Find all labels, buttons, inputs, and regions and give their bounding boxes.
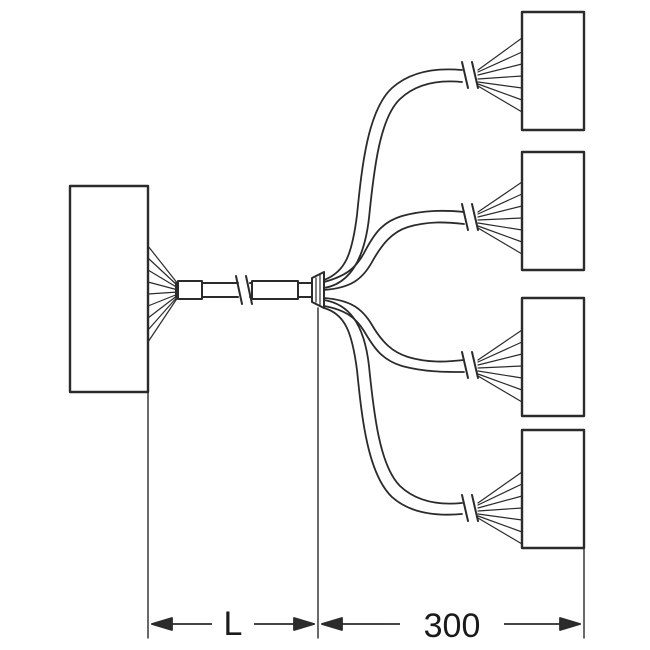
- branch-cable-2: [323, 209, 465, 291]
- inline-sleeve-left: [177, 280, 203, 300]
- cable-break-mark-branch-4: [461, 494, 479, 522]
- inline-sleeve-right: [251, 280, 299, 300]
- branch-cable-1: [323, 68, 463, 289]
- branch-wire-fan-4: [477, 471, 523, 545]
- arrowhead-l-left: [151, 617, 173, 631]
- branch-connector-block-3: [520, 296, 586, 418]
- label-backdrop-l: [212, 606, 254, 642]
- branch-cable-4: [323, 299, 463, 516]
- branch-connector-block-4: [520, 428, 586, 550]
- dimension-extension-lines: [147, 307, 585, 639]
- arrowhead-l-right: [293, 617, 315, 631]
- branch-junction: [311, 271, 325, 309]
- branch-wire-fan-3: [477, 329, 523, 403]
- cable-break-mark-branch-2: [461, 203, 479, 231]
- dimension-label-300: 300: [424, 607, 481, 645]
- main-connector-wire-fan: [147, 245, 179, 343]
- branch-wire-fan-1: [477, 37, 523, 113]
- label-backdrop-300: [400, 604, 504, 644]
- arrowhead-300-left: [321, 617, 343, 631]
- branch-wire-fan-2: [477, 181, 523, 255]
- main-connector-block: [68, 184, 150, 394]
- branch-connector-block-1: [520, 10, 586, 132]
- dimension-label-l: L: [224, 605, 243, 643]
- cable-break-mark-branch-1: [461, 61, 479, 89]
- branch-connector-block-2: [520, 150, 586, 272]
- arrowhead-300-right: [559, 617, 581, 631]
- cable-break-mark-branch-3: [461, 351, 479, 379]
- branch-cable-3: [323, 297, 465, 373]
- cable-break-mark-main: [235, 275, 253, 305]
